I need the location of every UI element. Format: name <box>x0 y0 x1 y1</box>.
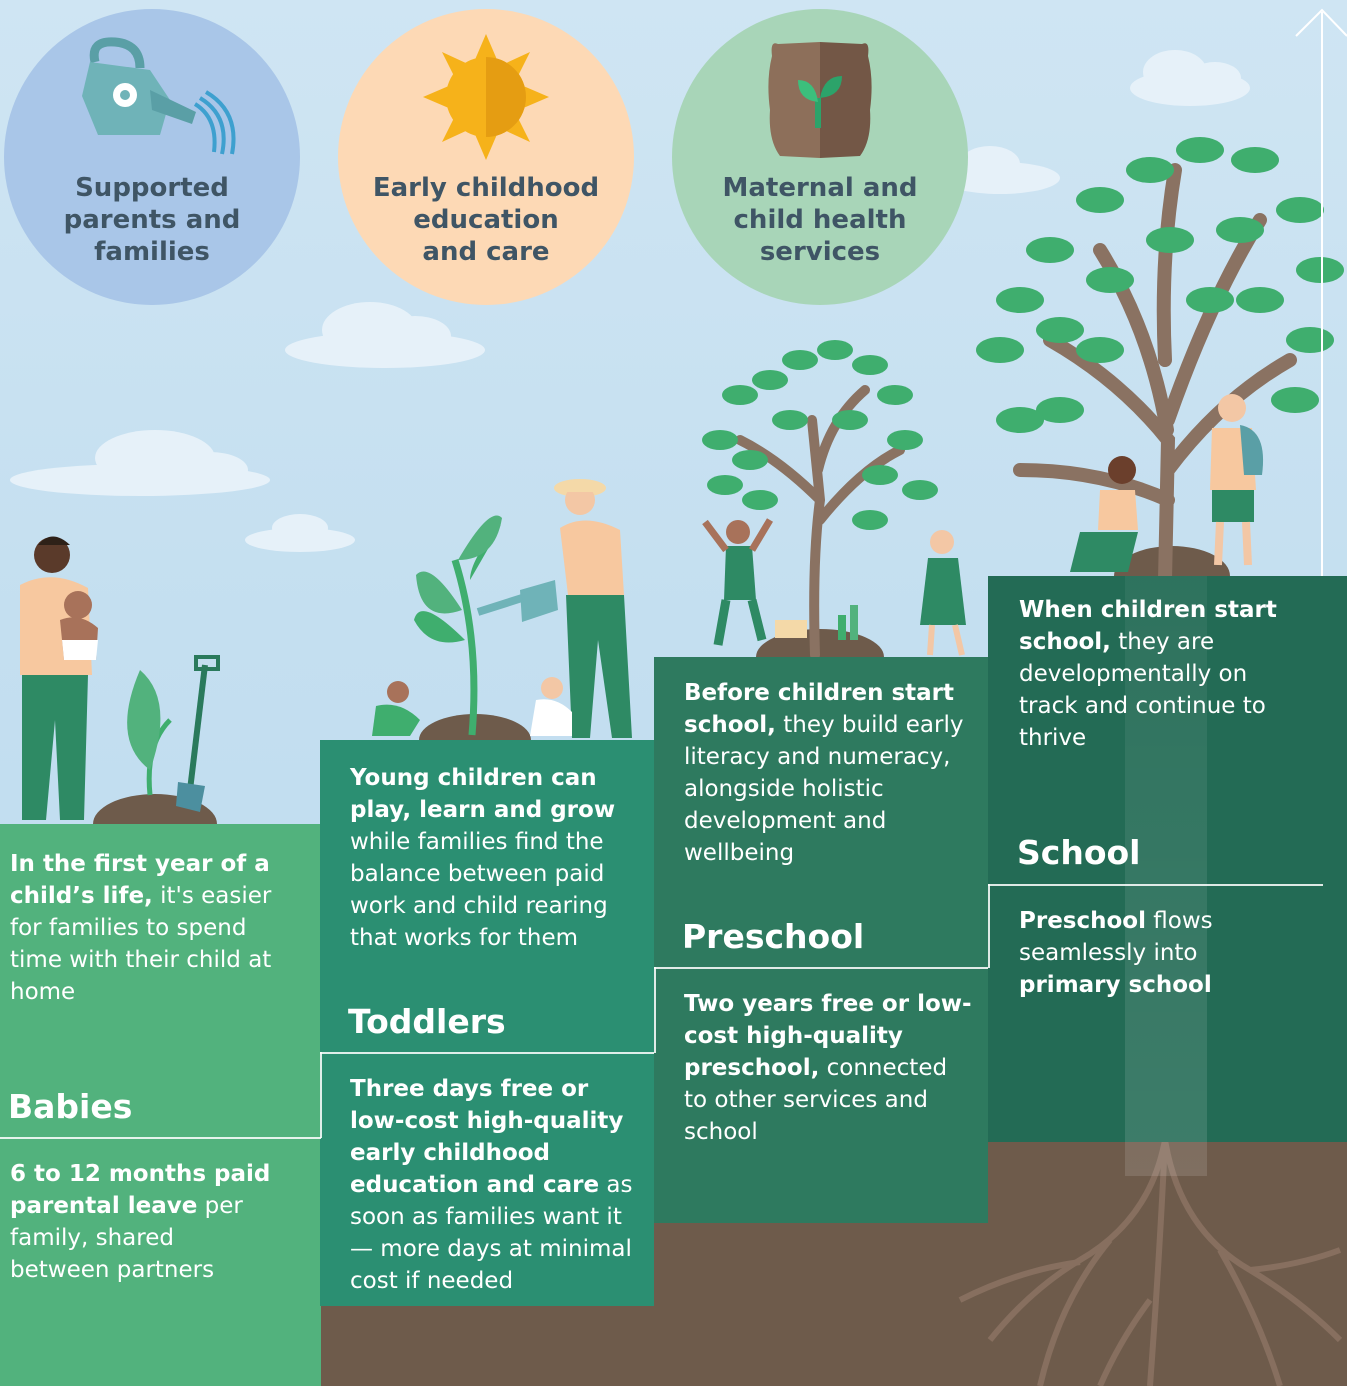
school-divider <box>988 884 1323 886</box>
school-children <box>1070 394 1264 572</box>
school-policy: Preschool flows seamlessly into primary … <box>1019 908 1213 998</box>
cloud-shapes <box>10 50 1250 552</box>
pillar-circle-families <box>4 9 300 305</box>
soil-bag-icon <box>768 42 872 158</box>
sun-icon <box>423 34 549 160</box>
step-toddlers <box>320 740 654 1306</box>
seedling-small <box>127 670 172 796</box>
woman-watering <box>476 479 632 738</box>
preschool-policy: Two years free or low-cost high-quality … <box>684 991 972 1145</box>
school-tree <box>976 137 1344 587</box>
toddlers-outcome: Young children can play, learn and grow … <box>350 765 616 951</box>
school-outcome: When children start school, they are dev… <box>1019 597 1277 751</box>
babies-policy: 6 to 12 months paid parental leave per f… <box>10 1161 271 1283</box>
toddlers-divider <box>320 1052 654 1054</box>
watering-can-icon <box>82 37 236 155</box>
step-preschool <box>654 657 988 1223</box>
toddlers-playing <box>372 677 572 736</box>
toddlers-title: Toddlers <box>348 1002 506 1041</box>
school-title: School <box>1017 833 1141 872</box>
toddlers-vdivider <box>654 967 656 1053</box>
babies-title: Babies <box>8 1087 133 1126</box>
preschool-outcome: Before children start school, they build… <box>684 680 964 866</box>
pillar-label-families: Supported parents and families <box>63 173 241 267</box>
step-school <box>988 576 1347 1142</box>
preschool-children <box>702 518 966 656</box>
babies-divider <box>0 1137 321 1139</box>
preschool-tree <box>702 340 938 660</box>
pillar-label-education: Early childhood education and care <box>372 173 600 267</box>
toddlers-policy: Three days free or low-cost high-quality… <box>350 1076 633 1294</box>
parent-with-baby <box>20 536 98 820</box>
step-babies <box>0 824 321 1386</box>
growing-plant <box>414 515 502 736</box>
babies-vdivider <box>320 1052 322 1138</box>
babies-outcome: In the first year of a child’s life, it'… <box>10 851 272 1005</box>
tree-roots <box>958 1139 1343 1386</box>
root-highlight <box>1125 576 1207 1176</box>
preschool-vdivider <box>988 884 990 968</box>
preschool-divider <box>654 967 988 969</box>
spade-icon <box>176 655 220 812</box>
preschool-title: Preschool <box>682 917 865 956</box>
pillar-label-health: Maternal and child health services <box>722 173 918 267</box>
